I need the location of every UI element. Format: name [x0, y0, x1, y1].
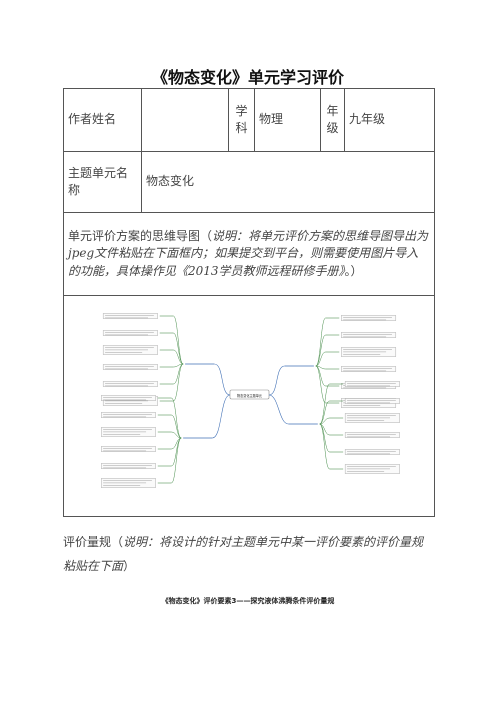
mindmap-leaf-note — [101, 412, 156, 418]
mindmap-leaf-connector — [173, 363, 184, 402]
mindmap-image: 物态变化主题单元 — [101, 313, 400, 488]
mindmap-graphic — [101, 313, 400, 488]
mindmap-leaf-note — [102, 364, 158, 370]
author-value — [141, 88, 229, 152]
mindmap-image-row: 物态变化主题单元 — [63, 295, 435, 517]
mindmap-leaf-connector — [319, 383, 330, 425]
mindmap-instruction: 说明：将单元评价方案的思维导图导出为jpeg文件粘贴在下面框内；如果提交到平台，… — [68, 228, 429, 278]
mindmap-leaf-note — [344, 381, 400, 387]
mindmap-leaf-note — [344, 398, 400, 404]
rubric-subtitle: 《物态变化》评价要素3——探究液体沸腾条件评价量规 — [161, 597, 335, 605]
mindmap-leaf-connector — [173, 363, 184, 385]
mindmap-leaf-connector — [173, 315, 184, 365]
mindmap-branch-connector — [214, 363, 231, 396]
mindmap-leaf-connector — [315, 317, 326, 367]
mindmap-leaf-connector — [171, 437, 182, 450]
mindmap-tail: 。） — [344, 263, 363, 278]
unit-label: 主题单元名称 — [63, 151, 142, 213]
mindmap-leaf-connector — [315, 365, 326, 370]
grade-value: 九年级 — [344, 88, 435, 152]
mindmap-center-node — [229, 389, 270, 400]
author-label: 作者姓名 — [63, 88, 142, 152]
mindmap-leaf-connector — [319, 423, 330, 436]
mindmap-center-label: 物态变化主题单元 — [237, 393, 263, 398]
rubric-tail: ） — [123, 559, 136, 573]
mindmap-leaf-connector — [319, 417, 330, 425]
mindmap-leaf-note — [102, 381, 158, 387]
mindmap-leaf-note — [341, 315, 397, 321]
rubric-heading: 评价量规（ — [63, 535, 124, 549]
unit-value: 物态变化 — [141, 151, 435, 213]
author-row: 作者姓名 学科 物理 年级 九年级 — [63, 88, 435, 152]
grade-label: 年级 — [320, 88, 345, 152]
mindmap-leaf-connector — [315, 365, 326, 387]
mindmap-leaf-note — [101, 395, 156, 401]
mindmap-leaf-note — [101, 463, 156, 469]
mindmap-branch-connector — [268, 394, 289, 425]
rubric-description: 评价量规（说明：将设计的针对主题单元中某一评价要素的评价量规粘贴在下面） — [63, 530, 434, 578]
mindmap-leaf-connector — [315, 351, 326, 367]
unit-row: 主题单元名称 物态变化 — [63, 151, 435, 213]
mindmap-leaf-connector — [173, 349, 184, 365]
mindmap-leaf-note — [344, 449, 400, 455]
evaluation-form-table: 作者姓名 学科 物理 年级 九年级 主题单元名称 物态变化 单元评价方案的思维导… — [63, 88, 435, 517]
mindmap-leaf-connector — [171, 397, 182, 439]
mindmap-leaf-note — [341, 332, 397, 338]
mindmap-leaf-connector — [173, 332, 184, 365]
mindmap-heading: 单元评价方案的思维导图（ — [68, 228, 213, 243]
mindmap-leaf-note — [101, 446, 156, 452]
mindmap-leaf-connector — [319, 423, 330, 470]
subject-label: 学科 — [228, 88, 255, 152]
mindmap-description-row: 单元评价方案的思维导图（说明：将单元评价方案的思维导图导出为jpeg文件粘贴在下… — [63, 212, 435, 296]
mindmap-leaf-connector — [319, 400, 330, 425]
mindmap-branch-connector — [212, 394, 231, 439]
mindmap-leaf-note — [102, 330, 158, 336]
subject-value: 物理 — [254, 88, 321, 152]
mindmap-description: 单元评价方案的思维导图（说明：将单元评价方案的思维导图导出为jpeg文件粘贴在下… — [63, 212, 435, 296]
mindmap-leaf-note — [341, 366, 397, 372]
mindmap-leaf-note — [344, 432, 400, 438]
mindmap-leaf-connector — [315, 365, 326, 404]
mindmap-leaf-connector — [171, 437, 182, 484]
mindmap-leaf-connector — [173, 363, 184, 368]
page-title: 《物态变化》单元学习评价 — [151, 68, 344, 87]
mindmap-leaf-note — [102, 313, 158, 319]
mindmap-image-cell: 物态变化主题单元 — [63, 295, 435, 517]
mindmap-leaf-connector — [315, 334, 326, 367]
mindmap-leaf-connector — [171, 431, 182, 439]
mindmap-leaf-connector — [171, 414, 182, 439]
rubric-instruction: 说明：将设计的针对主题单元中某一评价要素的评价量规粘贴在下面 — [63, 535, 424, 573]
mindmap-branch-connector — [268, 365, 285, 396]
